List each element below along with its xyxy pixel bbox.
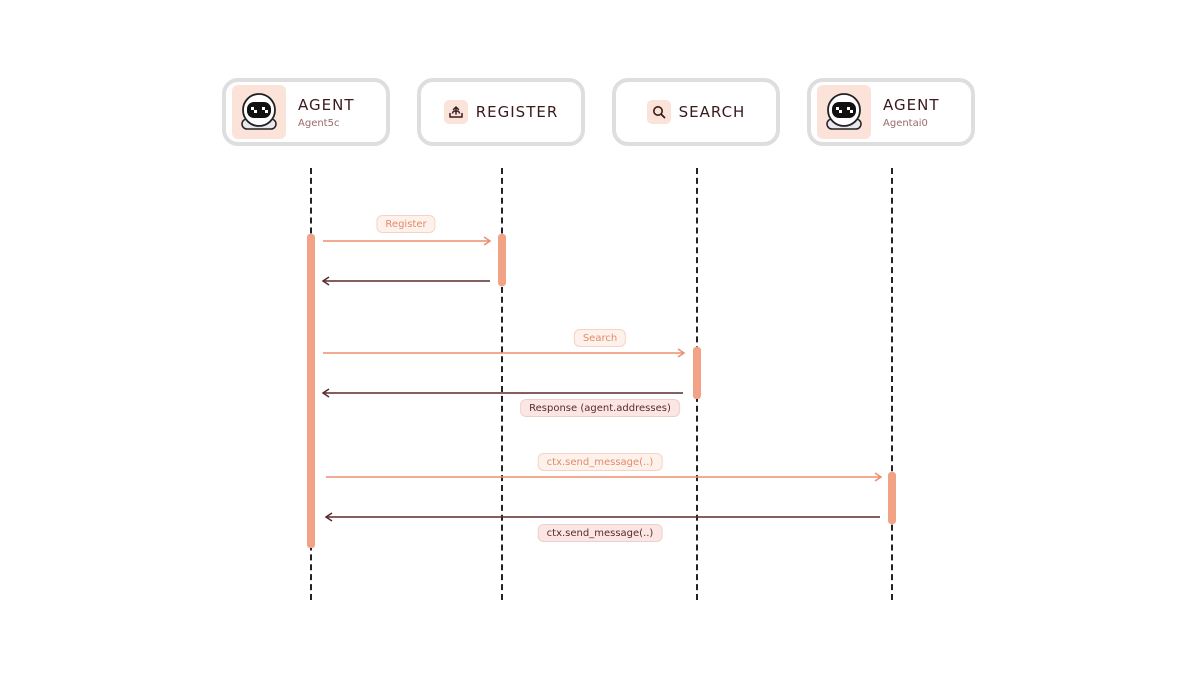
participant-subtitle: Agentai0 [883,117,928,129]
lifeline-register [501,168,503,600]
activation-agent-ai0 [888,472,896,524]
participant-search: SEARCH [612,78,780,146]
participant-agent-ai0: AGENT Agentai0 [807,78,975,146]
message-arrow-register-return [321,276,490,286]
message-arrow-search-response [321,388,683,398]
participant-title: AGENT [883,95,940,114]
lifeline-agent-ai0 [891,168,893,600]
message-label-search: Search [573,329,627,347]
participant-title: AGENT [298,95,355,114]
participant-register: REGISTER [417,78,585,146]
message-label-send-message-reply: ctx.send_message(..) [537,524,663,542]
participant-subtitle: Agent5c [298,117,340,129]
message-label-send-message: ctx.send_message(..) [537,453,663,471]
activation-register [498,234,506,286]
activation-agent-5c [307,234,315,548]
participant-agent-5c: AGENT Agent5c [222,78,390,146]
search-icon [646,100,671,124]
participant-title: SEARCH [678,103,746,121]
message-arrow-send-message-reply [324,512,880,522]
robot-icon [232,85,286,139]
robot-icon [817,85,871,139]
message-arrow-send-message [326,472,883,482]
message-arrow-register [323,236,492,246]
activation-search [693,347,701,399]
register-upload-icon [443,100,468,124]
message-label-register: Register [376,215,436,233]
participant-title: REGISTER [475,103,559,121]
message-arrow-search [323,348,686,358]
message-label-search-response: Response (agent.addresses) [520,399,680,417]
